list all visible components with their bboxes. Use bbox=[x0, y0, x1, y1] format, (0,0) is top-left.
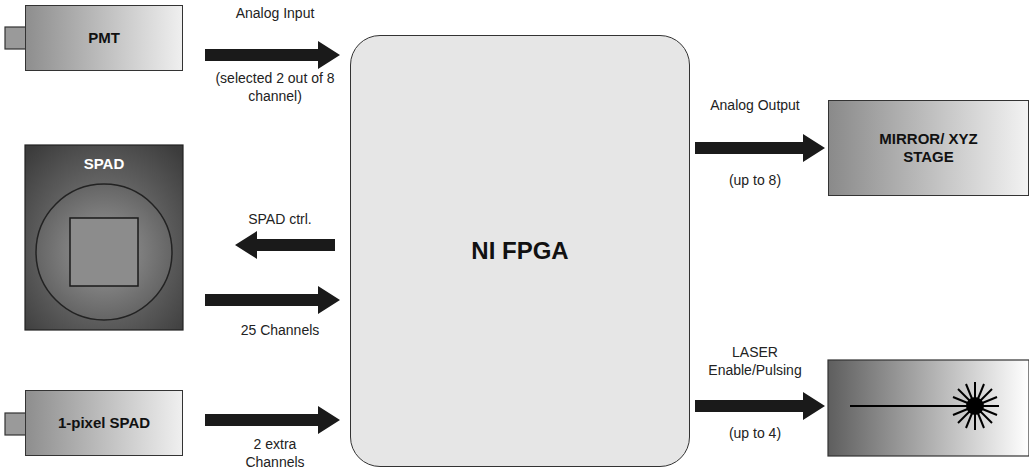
laser-box bbox=[828, 360, 1029, 456]
node-label: MIRROR/ XYZ STAGE bbox=[874, 130, 984, 166]
signal-arrow bbox=[205, 406, 340, 434]
node-label: NI FPGA bbox=[471, 237, 568, 266]
signal-arrow bbox=[205, 286, 340, 314]
node-label: 1-pixel SPAD bbox=[58, 414, 150, 432]
signal-label: (up to 4) bbox=[705, 425, 805, 443]
spad-single: 1-pixel SPAD bbox=[25, 390, 183, 456]
pmt-box: PMT bbox=[25, 5, 183, 71]
signal-label: Analog Output bbox=[705, 97, 805, 115]
signal-label: SPAD ctrl. bbox=[230, 211, 330, 229]
signal-label: 25 Channels bbox=[235, 322, 325, 340]
laser-arrow bbox=[695, 392, 825, 420]
pmt-tab bbox=[5, 27, 27, 49]
signal-label: 2 extra Channels bbox=[225, 436, 325, 471]
fpga-board: NI FPGA bbox=[350, 35, 690, 467]
spad-lens bbox=[36, 184, 172, 320]
signal-arrow bbox=[205, 41, 340, 69]
node-label: SPAD bbox=[84, 155, 125, 173]
laser-beam bbox=[850, 382, 999, 430]
signal-arrow bbox=[235, 231, 335, 259]
spad-camera: SPAD bbox=[25, 145, 183, 330]
signal-label: (up to 8) bbox=[705, 172, 805, 190]
spad-housing bbox=[25, 145, 183, 330]
signal-label: LASER Enable/Pulsing bbox=[695, 344, 815, 379]
spad-array bbox=[70, 218, 138, 286]
signal-label: (selected 2 out of 8 channel) bbox=[205, 70, 345, 105]
mirror-stage: MIRROR/ XYZ STAGE bbox=[828, 100, 1029, 196]
laser-spot bbox=[966, 397, 984, 415]
spad1-tab bbox=[5, 413, 27, 435]
node-label: PMT bbox=[88, 29, 120, 47]
signal-label: Analog Input bbox=[230, 5, 320, 23]
signal-arrow bbox=[695, 134, 825, 162]
